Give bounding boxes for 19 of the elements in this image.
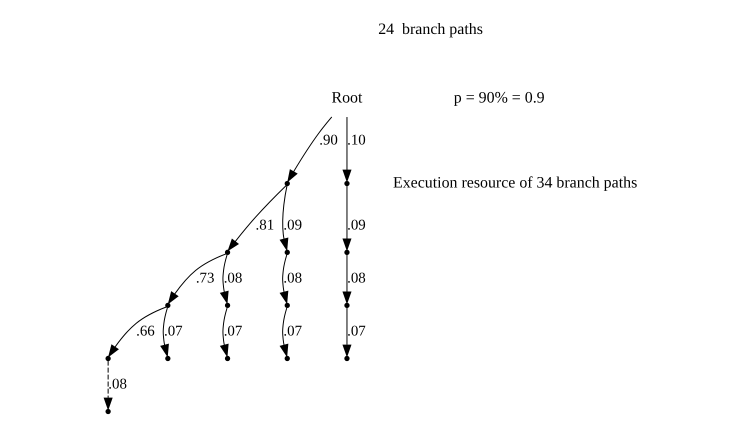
edge-label: .81	[256, 217, 274, 234]
edge-label: .09	[347, 217, 366, 234]
edge-label: .90	[319, 132, 338, 149]
edge-label: .73	[196, 270, 214, 286]
edge-label: .08	[283, 270, 302, 286]
edge-label: .07	[164, 323, 183, 340]
edge-label: .09	[283, 217, 302, 234]
node-text: Root	[332, 90, 362, 107]
edge-label: .07	[347, 323, 366, 340]
label: Execution resource of 34 branch paths	[393, 174, 638, 192]
edge-label: .66	[136, 323, 155, 340]
edge-label: .10	[347, 132, 366, 149]
edge-label: .07	[224, 323, 242, 340]
label: 24 branch paths	[378, 21, 483, 38]
edge-label: .07	[283, 323, 302, 340]
edge-label: .08	[108, 376, 127, 392]
edge-label: .08	[224, 270, 242, 286]
label: p = 90% = 0.9	[454, 90, 545, 107]
edge-label: .08	[347, 270, 366, 286]
